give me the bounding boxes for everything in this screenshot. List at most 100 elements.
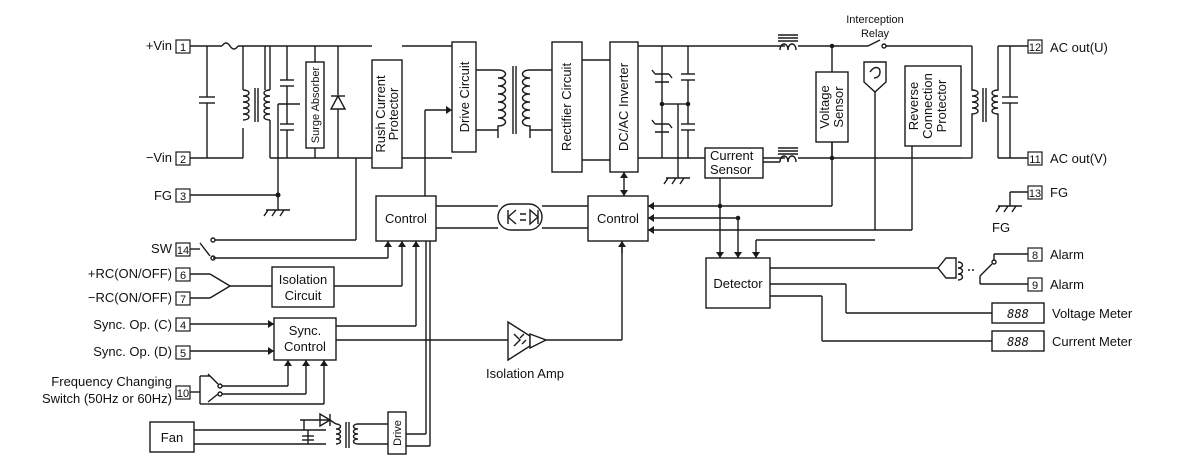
svg-text:Reverse: Reverse	[906, 82, 921, 130]
ac-out-u-terminal: 12 AC out(U)	[1027, 39, 1108, 55]
control-right: Control	[587, 142, 913, 242]
fg-in-terminal: FG 3	[154, 188, 191, 203]
freq-switch-terminal: Frequency Changing Switch (50Hz or 60Hz)…	[42, 374, 191, 406]
svg-text:Current Meter: Current Meter	[1052, 334, 1133, 349]
alarm-relay	[937, 253, 1028, 285]
vin-pos-terminal: +Vin 1	[146, 38, 191, 54]
sync-control: Sync. Control	[273, 241, 508, 361]
current-meter: 888 Current Meter	[991, 330, 1133, 352]
rc-pos-terminal: +RC(ON/OFF) 6	[88, 266, 191, 282]
svg-text:1: 1	[180, 42, 186, 54]
current-sensor: Current Sensor	[704, 147, 780, 179]
svg-text:Sync.: Sync.	[289, 323, 322, 338]
svg-text:Switch (50Hz or 60Hz): Switch (50Hz or 60Hz)	[42, 391, 172, 406]
alarm1-terminal: 8 Alarm	[1027, 247, 1084, 262]
svg-text:Drive Circuit: Drive Circuit	[457, 61, 472, 132]
svg-text:+RC(ON/OFF): +RC(ON/OFF)	[88, 266, 172, 281]
svg-text:Detector: Detector	[713, 276, 763, 291]
svg-text:4: 4	[180, 320, 186, 332]
svg-text:Control: Control	[385, 211, 427, 226]
drive-circuit: Drive Circuit	[451, 41, 477, 153]
svg-text:Isolation: Isolation	[279, 272, 327, 287]
svg-text:Control: Control	[597, 211, 639, 226]
dcac-inverter: DC/AC Inverter	[609, 41, 639, 173]
svg-text:888: 888	[1007, 307, 1029, 321]
svg-text:Current: Current	[710, 148, 754, 163]
svg-text:Sync. Op. (D): Sync. Op. (D)	[93, 344, 172, 359]
svg-text:9: 9	[1032, 280, 1038, 292]
sw-terminal: SW 14	[151, 241, 191, 257]
svg-text:DC/AC Inverter: DC/AC Inverter	[616, 62, 631, 151]
voltage-meter: 888 Voltage Meter	[991, 302, 1133, 324]
alarm2-terminal: 9 Alarm	[1027, 277, 1084, 292]
ac-out-v-terminal: 11 AC out(V)	[1027, 151, 1107, 166]
output-choke	[961, 45, 1028, 159]
svg-text:Control: Control	[284, 339, 326, 354]
main-transformer	[476, 66, 552, 138]
sync-lines	[190, 320, 274, 355]
reverse-connection-protector: Reverse Connection Protector	[904, 45, 962, 159]
freq-switch	[190, 360, 328, 405]
svg-text:13: 13	[1029, 188, 1041, 200]
choke-winding-2	[263, 89, 271, 121]
terminal-box	[1027, 247, 1043, 262]
svg-text:Circuit: Circuit	[285, 288, 322, 303]
svg-text:3: 3	[180, 191, 186, 203]
drive-small: Drive	[387, 241, 431, 455]
svg-text:Interception: Interception	[846, 14, 903, 26]
ct-sensors	[778, 34, 905, 163]
svg-text:Surge Absorber: Surge Absorber	[310, 66, 322, 143]
svg-text:Protector: Protector	[934, 79, 949, 132]
svg-text:11: 11	[1029, 154, 1040, 166]
svg-text:Voltage: Voltage	[817, 85, 832, 128]
photocoupler	[436, 203, 588, 231]
svg-text:Protector: Protector	[386, 87, 401, 140]
rc-neg-terminal: −RC(ON/OFF) 7	[88, 290, 191, 306]
svg-text:Alarm: Alarm	[1050, 247, 1084, 262]
svg-text:AC out(U): AC out(U)	[1050, 40, 1108, 55]
terminal-box	[175, 345, 191, 360]
interception-relay: Interception Relay	[846, 14, 905, 230]
svg-text:−RC(ON/OFF): −RC(ON/OFF)	[88, 290, 172, 305]
svg-text:Voltage Meter: Voltage Meter	[1052, 306, 1133, 321]
surge-absorber: Surge Absorber	[305, 46, 325, 158]
svg-text:Frequency Changing: Frequency Changing	[51, 374, 172, 389]
svg-text:888: 888	[1007, 335, 1029, 349]
svg-text:+Vin: +Vin	[146, 38, 172, 53]
svg-text:10: 10	[177, 388, 189, 400]
vin-neg-terminal: −Vin 2	[146, 150, 191, 166]
svg-text:2: 2	[180, 154, 186, 166]
svg-text:Rectifier Circuit: Rectifier Circuit	[559, 63, 574, 152]
svg-text:Rush Current: Rush Current	[373, 75, 388, 153]
fg-out-terminal: 13 FG FG	[992, 185, 1068, 235]
svg-text:14: 14	[177, 245, 189, 257]
svg-text:Sync. Op. (C): Sync. Op. (C)	[93, 317, 172, 332]
svg-text:Alarm: Alarm	[1050, 277, 1084, 292]
svg-text:12: 12	[1029, 42, 1041, 54]
svg-text:Connection: Connection	[920, 73, 935, 139]
svg-text:5: 5	[180, 348, 186, 360]
svg-text:−Vin: −Vin	[146, 150, 172, 165]
svg-text:6: 6	[180, 270, 186, 282]
control-left: Control	[355, 106, 452, 242]
sync-c-terminal: Sync. Op. (C) 4	[93, 317, 191, 332]
svg-text:FG: FG	[154, 188, 172, 203]
terminal-box	[1027, 39, 1043, 54]
isolation-amp: Isolation Amp	[486, 241, 626, 381]
svg-text:Sensor: Sensor	[710, 162, 752, 177]
detector: Detector	[621, 178, 992, 342]
rectifier-circuit: Rectifier Circuit	[551, 41, 610, 173]
sw-switch	[190, 237, 392, 261]
svg-text:Fan: Fan	[161, 430, 183, 445]
fuse-symbol	[221, 42, 239, 50]
choke-winding-1	[242, 89, 250, 121]
svg-text:Relay: Relay	[861, 28, 890, 40]
fan: Fan	[149, 412, 388, 453]
svg-text:Isolation Amp: Isolation Amp	[486, 366, 564, 381]
svg-text:8: 8	[1032, 250, 1038, 262]
svg-text:Drive: Drive	[392, 420, 404, 446]
terminal-box	[1027, 277, 1043, 292]
isolation-circuit: Isolation Circuit	[271, 241, 406, 308]
svg-text:Sensor: Sensor	[831, 86, 846, 128]
